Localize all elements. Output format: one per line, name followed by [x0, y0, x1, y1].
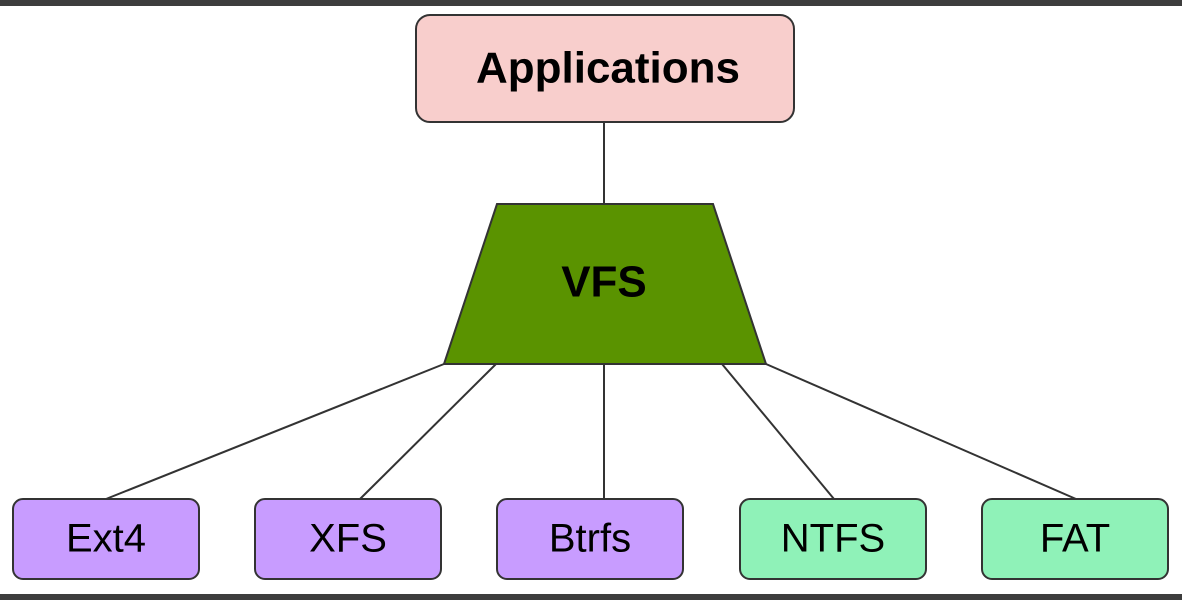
- fs-node-ext4: Ext4: [12, 498, 200, 580]
- fs-node-ntfs: NTFS: [739, 498, 927, 580]
- connector-vfs-xfs: [359, 363, 497, 500]
- fs-node-xfs: XFS: [254, 498, 442, 580]
- fs-label-btrfs: Btrfs: [549, 517, 631, 561]
- fs-box-ntfs: [739, 498, 927, 580]
- applications-label: Applications: [476, 44, 740, 93]
- fs-node-fat: FAT: [981, 498, 1169, 580]
- fs-label-fat: FAT: [1040, 517, 1110, 561]
- fs-label-ntfs: NTFS: [781, 517, 885, 561]
- top-frame-bar: [0, 0, 1182, 6]
- bottom-frame-bar: [0, 594, 1182, 600]
- connector-vfs-ntfs: [721, 363, 835, 500]
- vfs-node: VFS: [442, 203, 768, 365]
- fs-label-xfs: XFS: [309, 517, 387, 561]
- fs-node-btrfs: Btrfs: [496, 498, 684, 580]
- fs-box-xfs: [254, 498, 442, 580]
- applications-node: Applications: [415, 14, 795, 123]
- fs-box-fat: [981, 498, 1169, 580]
- fs-box-ext4: [12, 498, 200, 580]
- connector-vfs-ext4: [105, 363, 445, 500]
- vfs-trapezoid: [442, 203, 768, 365]
- vfs-label: VFS: [561, 258, 647, 307]
- fs-box-btrfs: [496, 498, 684, 580]
- fs-label-ext4: Ext4: [66, 517, 146, 561]
- connector-vfs-fat: [765, 363, 1077, 500]
- applications-box: [415, 14, 795, 123]
